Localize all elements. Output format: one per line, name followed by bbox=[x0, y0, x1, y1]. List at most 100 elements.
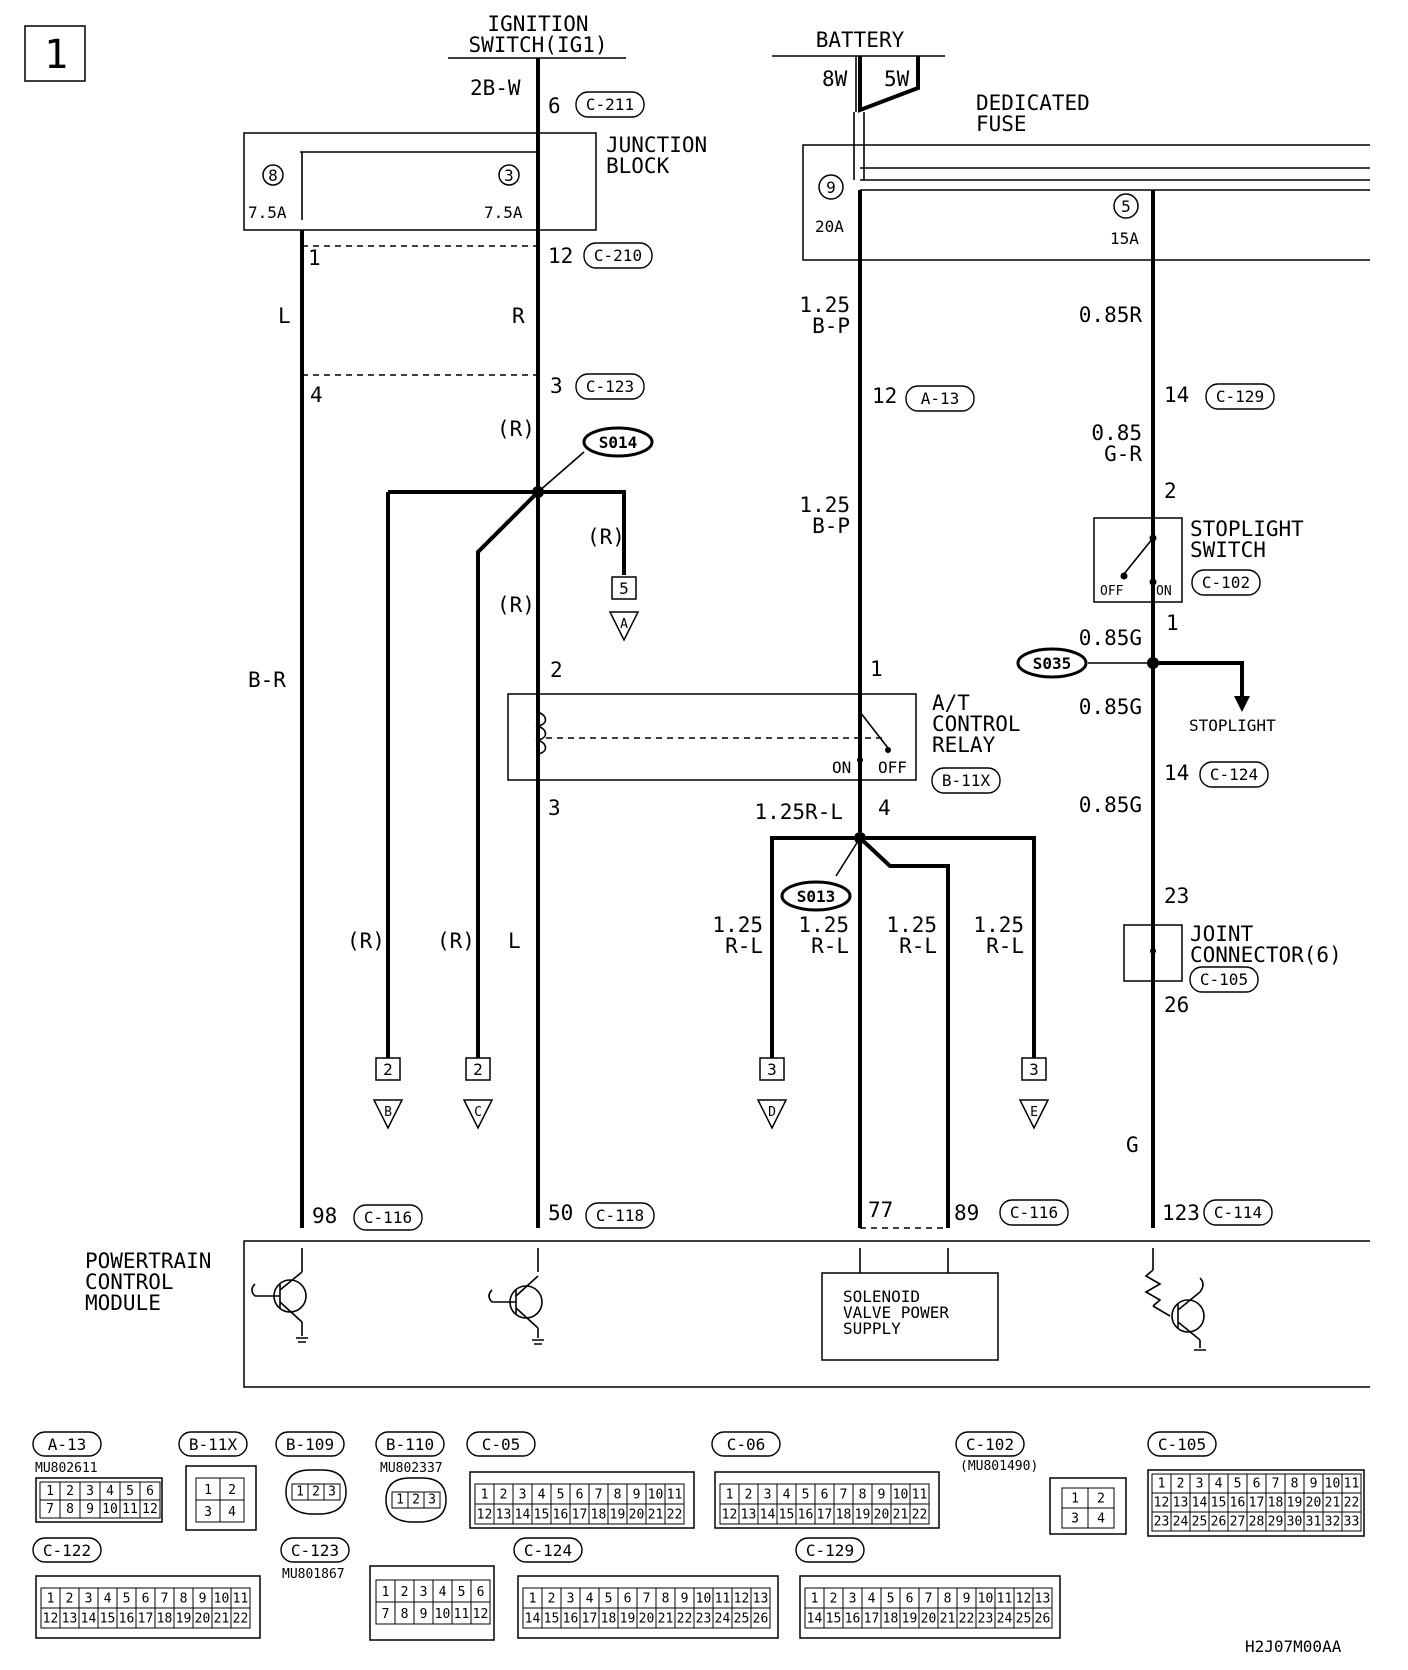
connector-cavity-number: 9 bbox=[199, 1591, 207, 1606]
svg-text:E: E bbox=[1030, 1105, 1038, 1120]
connector-cavity-number: 15 bbox=[534, 1507, 550, 1522]
connector-cavity-number: 12 bbox=[1016, 1591, 1032, 1606]
wire-r-paren-1: (R) bbox=[497, 417, 535, 441]
connector-cavity-number: 4 bbox=[868, 1591, 876, 1606]
relay-on: ON bbox=[832, 758, 851, 777]
connector-cavity-number: 17 bbox=[572, 1507, 588, 1522]
connector-cavity-number: 11 bbox=[454, 1607, 470, 1622]
connector-cavity-number: 1 bbox=[296, 1485, 304, 1500]
offpage-a: 5A bbox=[608, 576, 640, 642]
relay-contact-arm bbox=[859, 711, 889, 749]
conn-c123: C-123 bbox=[575, 373, 645, 400]
connector-cavity-number: 3 bbox=[86, 1484, 94, 1499]
connector-cavity-number: 1 bbox=[46, 1484, 54, 1499]
connector-cavity-number: 12 bbox=[477, 1507, 493, 1522]
svg-text:S035: S035 bbox=[1033, 654, 1072, 673]
connector-cavity-number: 24 bbox=[1173, 1515, 1189, 1530]
connector-cavity-number: 11 bbox=[912, 1487, 928, 1502]
relay-off-point bbox=[885, 747, 891, 753]
fuse-9-circle bbox=[818, 174, 844, 200]
connector-cavity-number: 14 bbox=[515, 1507, 531, 1522]
svg-text:B-11X: B-11X bbox=[189, 1435, 238, 1454]
connector-cavity-number: 3 bbox=[1071, 1511, 1079, 1526]
connector-cavity-number: 16 bbox=[845, 1611, 861, 1626]
connector-cavity-number: 30 bbox=[1287, 1515, 1303, 1530]
connector-cavity-number: 19 bbox=[855, 1507, 871, 1522]
wire-085g-2: 0.85G bbox=[1079, 695, 1142, 719]
connector-cavity-number: 20 bbox=[629, 1507, 645, 1522]
connector-cavity-number: 2 bbox=[548, 1591, 556, 1606]
connector-cavity-number: 24 bbox=[715, 1611, 731, 1626]
svg-text:C-105: C-105 bbox=[1158, 1435, 1206, 1454]
connector-cavity-number: 29 bbox=[1268, 1515, 1284, 1530]
wire-to-d bbox=[770, 836, 860, 1058]
connector-cavity bbox=[323, 1483, 341, 1501]
connector-cavity-number: 7 bbox=[840, 1487, 848, 1502]
svg-text:3: 3 bbox=[767, 1060, 777, 1079]
connector-cavity-number: 9 bbox=[878, 1487, 886, 1502]
wire-to-e bbox=[860, 836, 1036, 1058]
connector-cavity-number: 8 bbox=[1291, 1477, 1299, 1492]
svg-text:B-11X: B-11X bbox=[942, 771, 991, 790]
connector-cavity-number: 20 bbox=[195, 1611, 211, 1626]
pin-ig-6: 6 bbox=[548, 94, 561, 118]
connector-cavity-number: 17 bbox=[864, 1611, 880, 1626]
sw-off-point bbox=[1120, 572, 1128, 580]
battery-wire-5w: 5W bbox=[884, 67, 910, 91]
connector-cavity-number: 2 bbox=[500, 1487, 508, 1502]
relay-off: OFF bbox=[878, 758, 907, 777]
connector-cavity-number: 4 bbox=[106, 1484, 114, 1499]
connector-cavity-number: 7 bbox=[1272, 1477, 1280, 1492]
connector-cavity-number: 5 bbox=[887, 1591, 895, 1606]
svg-text:S014: S014 bbox=[599, 433, 638, 452]
connector-cavity-number: 6 bbox=[1253, 1477, 1261, 1492]
conn-c102: C-102 bbox=[1191, 569, 1261, 596]
stoplight-switch bbox=[1093, 517, 1183, 603]
connector-cavity-number: 28 bbox=[1249, 1515, 1265, 1530]
connector-cavity bbox=[1341, 1511, 1362, 1532]
pin-sw-2: 2 bbox=[1164, 479, 1177, 503]
wire-r-paren-3: (R) bbox=[497, 593, 535, 617]
connector-cavity-number: 6 bbox=[146, 1484, 154, 1499]
stoplight-out-label: STOPLIGHT bbox=[1189, 716, 1276, 735]
connector-cavity-number: 23 bbox=[696, 1611, 712, 1626]
connector-cavity-number: 8 bbox=[662, 1591, 670, 1606]
connector-cavity-number: 1 bbox=[1158, 1477, 1166, 1492]
svg-text:MU802337: MU802337 bbox=[380, 1461, 443, 1476]
connector-cavity-number: 3 bbox=[428, 1493, 436, 1508]
wire-r-jb: R bbox=[512, 304, 525, 328]
connector-cavity-number: 5 bbox=[126, 1484, 134, 1499]
wire-2b-w: 2B-W bbox=[470, 76, 521, 100]
connector-cavity bbox=[1087, 1507, 1115, 1529]
wire-l-relay: L bbox=[508, 929, 521, 953]
svg-text:C-102: C-102 bbox=[1202, 573, 1250, 592]
connector-cavity-number: 7 bbox=[643, 1591, 651, 1606]
connector-cavity-number: 8 bbox=[614, 1487, 622, 1502]
connector-cavity-number: 23 bbox=[1154, 1515, 1170, 1530]
wire-g-bottom: G bbox=[1126, 1133, 1139, 1157]
connector-cavity-number: 5 bbox=[605, 1591, 613, 1606]
connector-cavity-number: 2 bbox=[401, 1585, 409, 1600]
connector-cavity-number: 1 bbox=[481, 1487, 489, 1502]
connector-cavity-number: 10 bbox=[696, 1591, 712, 1606]
svg-text:MU802611: MU802611 bbox=[35, 1461, 98, 1476]
connector-cavity-number: 21 bbox=[893, 1507, 909, 1522]
pin-relay-2: 2 bbox=[550, 658, 563, 682]
connector-cavity-number: 19 bbox=[902, 1611, 918, 1626]
pin-pcm-98: 98 bbox=[312, 1204, 337, 1228]
connector-cavity-number: 15 bbox=[779, 1507, 795, 1522]
connector-cavity-number: 14 bbox=[807, 1611, 823, 1626]
pin-c123-4: 4 bbox=[310, 383, 323, 407]
connector-cavity-number: 10 bbox=[893, 1487, 909, 1502]
connector-cavity-number: 23 bbox=[978, 1611, 994, 1626]
svg-text:C-102: C-102 bbox=[966, 1435, 1014, 1454]
connector-cavity-number: 2 bbox=[830, 1591, 838, 1606]
connector-cavity-number: 4 bbox=[104, 1591, 112, 1606]
